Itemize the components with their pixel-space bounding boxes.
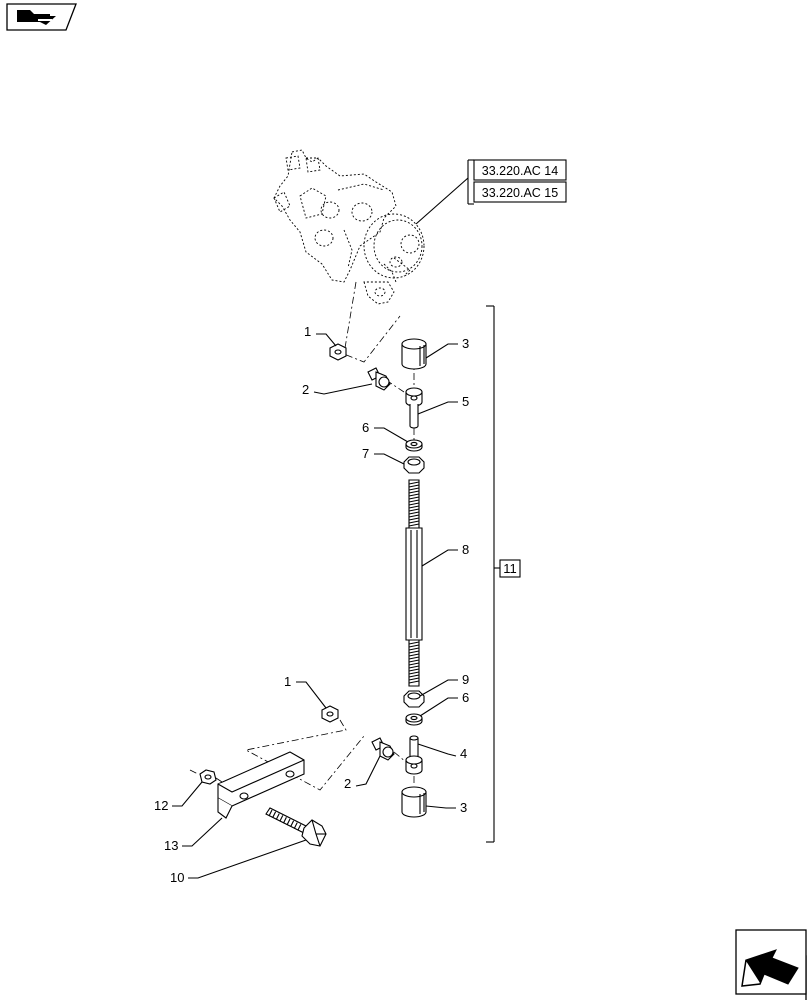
sleeve-lower [401,786,427,818]
callout-6-upper: 6 [362,420,369,435]
callout-8: 8 [462,542,469,557]
nut-12 [199,769,217,785]
nut-9 [403,690,425,708]
washer-upper [405,439,423,452]
nut-7 [403,456,425,474]
ref-label-ac15: 33.220.AC 15 [482,186,558,200]
sleeve-upper [401,338,427,370]
callout-6-lower: 6 [462,690,469,705]
callout-2-upper: 2 [302,382,309,397]
ball-stud-upper [367,367,391,391]
callout-1-upper: 1 [304,324,311,339]
assembly-label-box[interactable]: 11 [499,559,521,578]
bolt-10 [265,807,327,847]
callout-1-lower: 1 [284,674,291,689]
washer-lower [405,713,423,726]
bracket-plate [217,751,305,819]
next-page-arrow-icon[interactable] [735,929,807,1000]
callout-3-lower: 3 [460,800,467,815]
ref-label-ac14: 33.220.AC 14 [482,164,558,178]
book-arrow-icon[interactable] [6,3,77,31]
threaded-rod [405,479,423,687]
fuel-pump-illustration [273,149,425,305]
callout-10: 10 [170,870,184,885]
callout-7: 7 [362,446,369,461]
callout-5: 5 [462,394,469,409]
ball-stud-lower [371,737,395,761]
callout-9: 9 [462,672,469,687]
callout-2-lower: 2 [344,776,351,791]
nut-lower [321,705,339,723]
nut-upper [329,343,347,361]
assembly-label: 11 [503,561,517,576]
callout-13: 13 [164,838,178,853]
callout-12: 12 [154,798,168,813]
ref-link-ac14[interactable]: 33.220.AC 14 [473,159,567,181]
callout-3-upper: 3 [462,336,469,351]
ball-socket-upper [405,387,423,429]
ball-socket-lower [405,735,423,775]
callout-4: 4 [460,746,467,761]
ref-link-ac15[interactable]: 33.220.AC 15 [473,181,567,203]
